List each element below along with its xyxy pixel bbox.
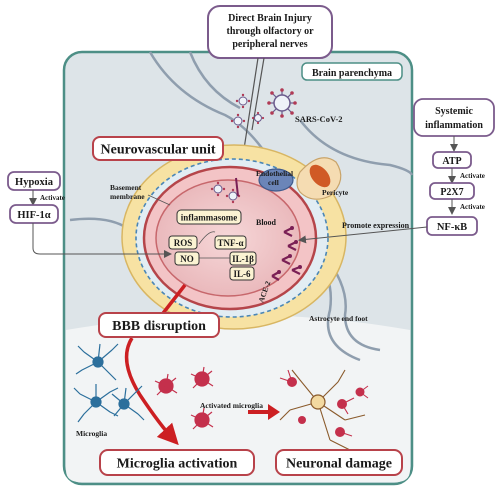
endothelial-label-1: Endothelial bbox=[256, 169, 293, 178]
endothelial-cell bbox=[258, 168, 294, 192]
promote-expression-label: Promote expression bbox=[342, 221, 410, 230]
virus-icon-small-1 bbox=[235, 93, 251, 109]
nfkb-label: NF-κB bbox=[437, 222, 467, 233]
microglia-activation-box bbox=[99, 449, 255, 476]
pericyte-label: Pericyte bbox=[322, 188, 349, 197]
systemic-group: Systemic inflammation ATP Activate P2X7 … bbox=[298, 98, 495, 244]
il6-label: IL-6 bbox=[233, 269, 251, 279]
atp-activate: Activate bbox=[460, 172, 485, 180]
endothelial-label-2: cell bbox=[268, 178, 279, 187]
direct-brain-injury-box: Direct Brain Injury through olfactory or… bbox=[207, 5, 333, 59]
activated-microglia-cells bbox=[154, 366, 214, 430]
tnf-label: TNF-α bbox=[217, 238, 243, 248]
pericyte-nucleus bbox=[309, 164, 331, 188]
lower-region bbox=[66, 315, 410, 482]
direct-injury-line2: through olfactory or bbox=[226, 26, 314, 37]
sars-cov-2-label: SARS-CoV-2 bbox=[295, 114, 343, 124]
promote-arrow bbox=[298, 226, 428, 244]
bbb-disruption-box bbox=[98, 312, 220, 338]
hif-label: HIF-1α bbox=[17, 210, 50, 221]
systemic-line2: inflammation bbox=[425, 120, 483, 131]
neurovascular-unit-label: Neurovascular unit bbox=[101, 143, 216, 158]
astrocyte-end-foot-label: Astrocyte end foot bbox=[309, 314, 368, 323]
hif-arrow bbox=[32, 223, 172, 258]
inflammasome-label: inflammasome bbox=[181, 213, 238, 223]
bbb-disruption-label: BBB disruption bbox=[112, 319, 206, 334]
basement-label-1: Basement bbox=[110, 183, 142, 192]
direct-injury-line3: peripheral nerves bbox=[232, 39, 307, 50]
activated-microglia-label: Activated microglia bbox=[200, 401, 263, 410]
il1b-label: IL-1β bbox=[232, 254, 254, 264]
hypoxia-activate: Activate bbox=[40, 194, 65, 202]
neuronal-damage-box bbox=[275, 449, 403, 476]
virus-icon-small-2 bbox=[230, 113, 246, 129]
virus-icon-large bbox=[267, 88, 297, 118]
virus-icon-small-3 bbox=[251, 111, 265, 125]
basement-pointer bbox=[147, 194, 171, 206]
microglia-activation-arrow bbox=[124, 337, 179, 446]
hypoxia-group: Hypoxia Activate HIF-1α bbox=[7, 171, 172, 258]
direct-injury-line1: Direct Brain Injury bbox=[228, 13, 312, 24]
microglia-label: Microglia bbox=[76, 429, 107, 438]
systemic-line1: Systemic bbox=[435, 106, 473, 117]
virus-icons bbox=[230, 88, 297, 129]
blood-virus-icons bbox=[210, 181, 241, 204]
neurovascular-unit-box bbox=[92, 136, 224, 161]
mediators: ROS NO TNF-α IL-1β IL-6 bbox=[168, 231, 257, 281]
hypoxia-title: Hypoxia bbox=[15, 177, 54, 188]
basement-label-2: membrane bbox=[110, 192, 145, 201]
microglia-activation-label: Microglia activation bbox=[117, 457, 238, 472]
p2x7-activate: Activate bbox=[460, 203, 485, 211]
ros-label: ROS bbox=[174, 238, 193, 248]
inflammasome-box bbox=[176, 209, 242, 225]
atp-label: ATP bbox=[442, 156, 461, 167]
brain-parenchyma-label-box bbox=[301, 62, 403, 81]
to-neuron-arrow bbox=[248, 404, 280, 420]
neuronal-damage-label: Neuronal damage bbox=[286, 457, 392, 472]
neuron-cluster bbox=[279, 369, 369, 451]
brain-parenchyma-label: Brain parenchyma bbox=[312, 68, 392, 79]
no-label: NO bbox=[180, 254, 194, 264]
p2x7-label: P2X7 bbox=[440, 187, 463, 198]
blood-label: Blood bbox=[256, 218, 277, 227]
ace2-receptor-heads bbox=[277, 226, 302, 274]
microglia-cells bbox=[73, 343, 145, 423]
